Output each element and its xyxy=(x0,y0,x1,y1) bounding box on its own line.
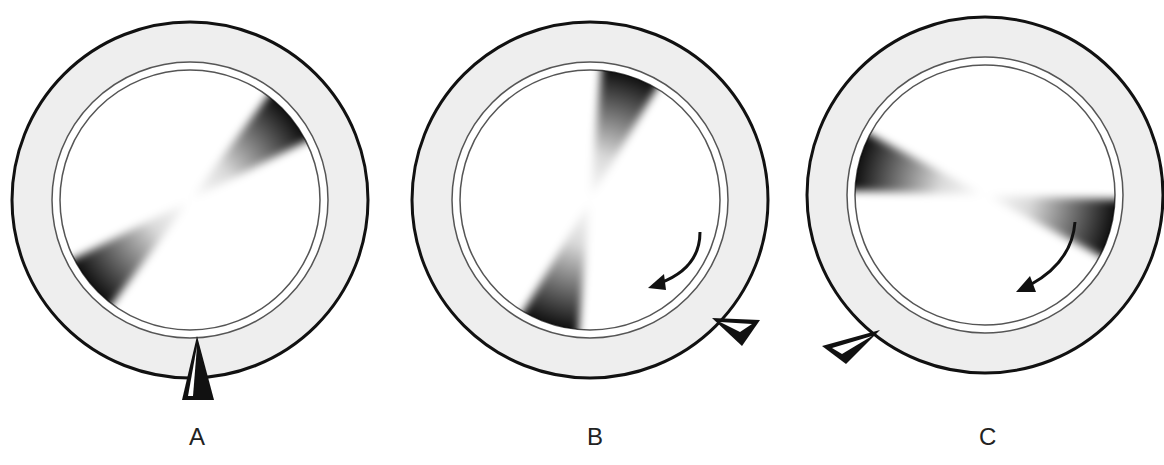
dial xyxy=(412,22,768,378)
dark-sectors xyxy=(513,51,667,349)
pointer-highlight xyxy=(832,336,872,354)
arrowhead xyxy=(648,274,666,290)
extinction-sector xyxy=(513,51,667,349)
pointer xyxy=(182,336,214,400)
panel-label: B xyxy=(587,424,603,450)
dark-sectors xyxy=(56,80,324,320)
outer-ring xyxy=(12,22,368,378)
panel-label: A xyxy=(189,424,205,450)
inner-ring xyxy=(847,57,1123,333)
inner-ring xyxy=(452,62,728,338)
arrowhead xyxy=(1016,276,1036,292)
outer-ring xyxy=(412,22,768,378)
outer-ring xyxy=(807,17,1163,373)
pointer xyxy=(712,318,760,346)
inner-ring xyxy=(52,62,328,338)
rotation-arrow xyxy=(660,232,700,283)
dark-sectors xyxy=(835,125,1135,265)
rotation-arrow xyxy=(1030,222,1075,285)
disc xyxy=(460,70,720,330)
disc xyxy=(855,65,1115,325)
pointer-highlight xyxy=(720,322,752,332)
pointer-highlight xyxy=(188,346,197,396)
extinction-sector xyxy=(835,125,1135,265)
pointer xyxy=(822,330,880,364)
dial xyxy=(807,17,1163,373)
dial xyxy=(12,22,368,400)
extinction-sector xyxy=(56,80,324,320)
panel-label: C xyxy=(979,424,996,450)
